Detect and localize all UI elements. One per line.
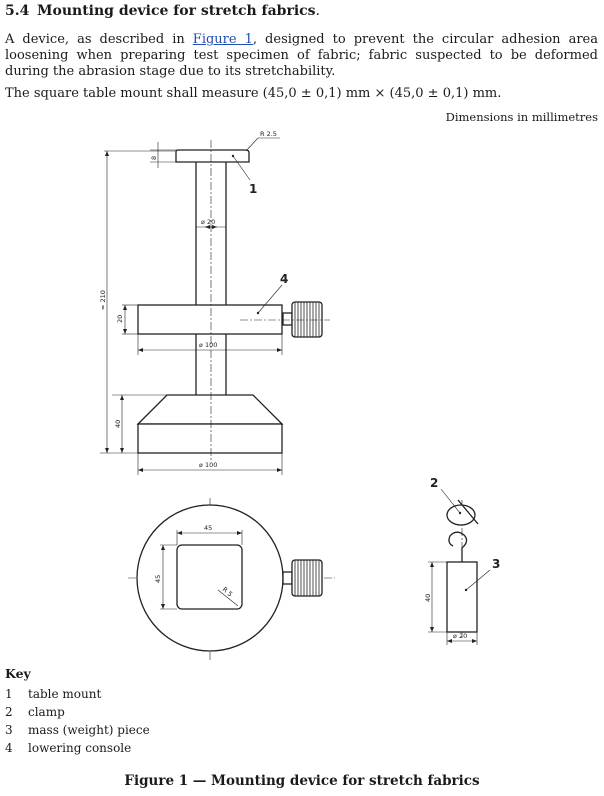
dim-overall-height: ≈ 210 — [99, 290, 107, 310]
dim-base-height: 40 — [114, 420, 122, 428]
mass-weight-piece — [446, 561, 478, 633]
column — [195, 162, 227, 395]
weight-dimension-lines — [428, 488, 491, 645]
knob-knurling — [294, 302, 320, 337]
key-item-label: clamp — [28, 705, 65, 719]
key-item: 4 lowering console — [5, 739, 150, 757]
units-note: Dimensions in millimetres — [445, 110, 598, 124]
paragraph-text: A device, as described in — [5, 32, 193, 47]
key-item-number: 2 — [5, 705, 13, 719]
lowering-console — [137, 301, 323, 338]
plan-view — [136, 504, 323, 652]
key-item: 2 clamp — [5, 703, 150, 721]
callout-4: 4 — [280, 272, 288, 286]
paragraph-square-mount: The square table mount shall measure (45… — [5, 86, 502, 101]
base — [136, 394, 284, 454]
dim-square-height: 45 — [154, 575, 162, 583]
paragraph-description: A device, as described in Figure 1, desi… — [5, 32, 598, 80]
callout-3: 3 — [492, 557, 500, 571]
key-item-number: 4 — [5, 741, 13, 755]
clamp — [446, 499, 479, 526]
dim-cap-height: 8 — [150, 156, 158, 160]
weight-hook — [448, 531, 468, 562]
dimension-lines — [100, 137, 283, 475]
callout-2: 2 — [430, 476, 438, 490]
dim-console-diameter: ⌀ 100 — [199, 341, 217, 349]
paragraph-text: , designed to prevent the circular adhes… — [5, 32, 598, 79]
key-title: Key — [5, 666, 31, 681]
figure-key: Key 1 table mount 2 clamp 3 mass (weight) p… — [5, 666, 150, 757]
section-title-suffix: . — [315, 3, 320, 19]
dim-weight-height: 40 — [424, 594, 432, 602]
dim-base-diameter: ⌀ 100 — [199, 461, 217, 469]
key-item-number: 3 — [5, 723, 13, 737]
key-item: 1 table mount — [5, 685, 150, 703]
dim-cap-radius: R 2.5 — [260, 130, 277, 138]
key-item-label: table mount — [28, 687, 102, 701]
dim-square-width: 45 — [204, 524, 212, 532]
key-item-label: lowering console — [28, 741, 132, 755]
key-item-number: 1 — [5, 687, 13, 701]
dim-column-diameter: ⌀ 20 — [201, 218, 215, 226]
plan-dimension-lines — [160, 530, 243, 610]
key-item: 3 mass (weight) piece — [5, 721, 150, 739]
figure-caption: Figure 1 — Mounting device for stretch f… — [124, 773, 480, 789]
section-heading: 5.4 Mounting device for stretch fabrics. — [5, 3, 320, 19]
key-item-label: mass (weight) piece — [28, 723, 150, 737]
callout-1: 1 — [249, 182, 257, 196]
dim-console-height: 20 — [116, 315, 124, 323]
dim-weight-diameter: ⌀ 20 — [453, 632, 467, 640]
table-mount-cap — [175, 149, 250, 163]
section-title: Mounting device for stretch fabrics — [37, 3, 316, 19]
section-number: 5.4 — [5, 3, 30, 19]
figure-1-link[interactable]: Figure 1 — [192, 32, 253, 47]
